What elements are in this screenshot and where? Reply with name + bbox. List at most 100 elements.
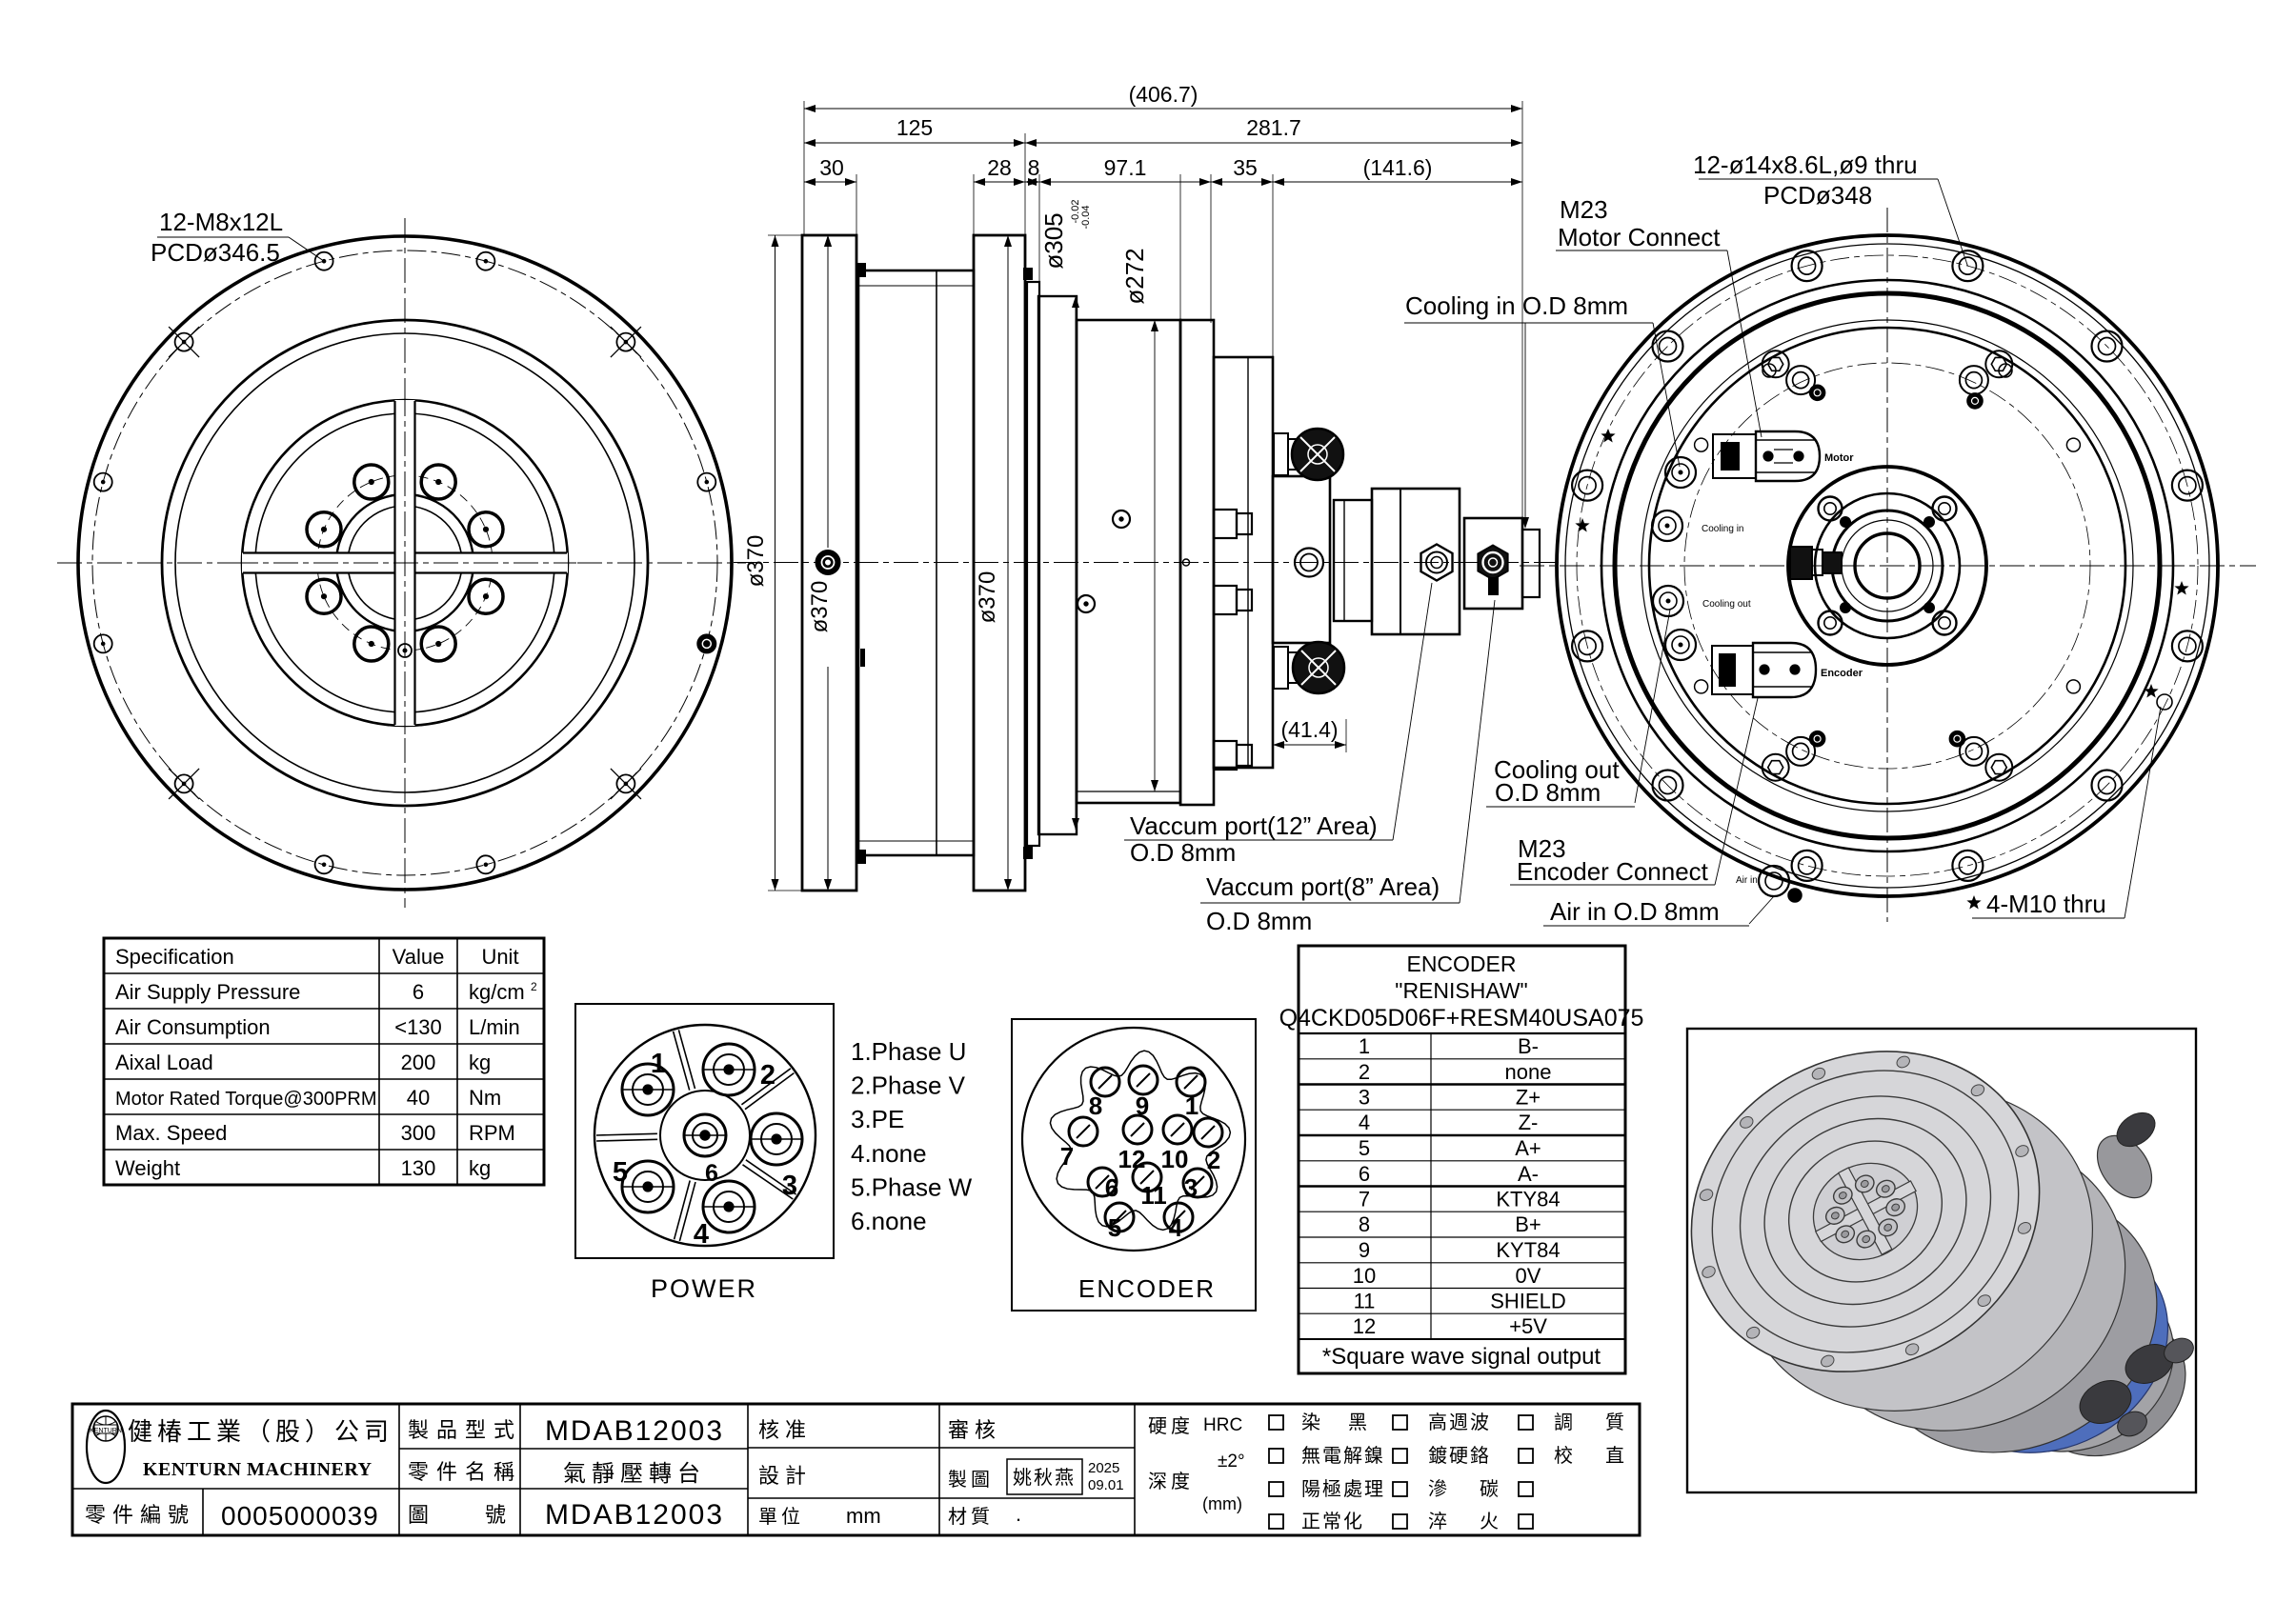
svg-text:審核: 審核 [948,1418,1001,1442]
svg-text:Vaccum port(8” Area): Vaccum port(8” Area) [1206,872,1440,901]
svg-text:09.01: 09.01 [1088,1477,1124,1493]
svg-text:6: 6 [413,980,424,1004]
svg-text:1: 1 [651,1049,666,1079]
svg-text:深度: 深度 [1148,1471,1194,1492]
svg-text:O.D 8mm: O.D 8mm [1495,778,1601,807]
svg-text:Aixal Load: Aixal Load [115,1051,213,1074]
svg-text:(141.6): (141.6) [1363,155,1433,180]
svg-text:MDAB12003: MDAB12003 [545,1415,724,1447]
svg-text:設計: 設計 [758,1464,812,1488]
svg-text:1: 1 [1359,1034,1370,1058]
svg-text:8: 8 [1028,155,1040,180]
svg-text:正常化: 正常化 [1301,1511,1364,1532]
svg-text:3: 3 [1359,1086,1370,1110]
svg-text:RPM: RPM [469,1121,515,1145]
svg-text:3: 3 [1184,1173,1198,1202]
svg-text:10: 10 [1353,1264,1376,1288]
svg-text:9: 9 [1136,1091,1149,1120]
svg-text:kg/cm: kg/cm [469,980,525,1004]
svg-text:ø370: ø370 [807,581,833,633]
svg-text:Vaccum port(12” Area): Vaccum port(12” Area) [1130,811,1378,840]
svg-text:Motor: Motor [1824,452,1854,464]
svg-text:+5V: +5V [1509,1314,1547,1338]
svg-text:10: 10 [1161,1145,1189,1173]
svg-text:單位: 單位 [758,1506,804,1528]
svg-text:30: 30 [819,155,844,180]
svg-text:6.none: 6.none [851,1207,927,1235]
svg-text:4.none: 4.none [851,1139,927,1168]
svg-text:4-M10 thru: 4-M10 thru [1986,890,2106,918]
svg-text:Z-: Z- [1519,1111,1539,1134]
svg-text:6: 6 [705,1160,718,1187]
svg-text:製圖: 製圖 [948,1469,994,1491]
svg-text:3.PE: 3.PE [851,1105,904,1133]
svg-text:KENTURN: KENTURN [90,1428,122,1434]
svg-text:Air Consumption: Air Consumption [115,1015,271,1039]
svg-text:號: 號 [485,1503,506,1527]
svg-text:Value: Value [393,945,445,969]
svg-text:(mm): (mm) [1202,1494,1242,1513]
svg-text:B+: B+ [1515,1212,1541,1236]
svg-text:PCDø346.5: PCDø346.5 [151,238,280,267]
svg-text:POWER: POWER [651,1274,757,1303]
svg-text:300: 300 [401,1121,436,1145]
svg-text:1.Phase U: 1.Phase U [851,1037,966,1066]
svg-text:12: 12 [1353,1314,1376,1338]
svg-text:2: 2 [531,980,537,993]
svg-text:O.D 8mm: O.D 8mm [1206,907,1312,935]
svg-text:黑: 黑 [1348,1412,1369,1433]
svg-text:1: 1 [1185,1091,1198,1120]
svg-text:M23: M23 [1518,834,1566,863]
svg-text:ENCODER: ENCODER [1078,1274,1216,1303]
svg-text:Air in: Air in [1736,875,1758,886]
svg-text:-0.04: -0.04 [1080,205,1092,229]
svg-text:200: 200 [401,1051,436,1074]
svg-text:Unit: Unit [481,945,518,969]
svg-text:鍍硬鉻: 鍍硬鉻 [1428,1445,1491,1467]
svg-text:-0.02: -0.02 [1070,199,1081,223]
svg-text:97.1: 97.1 [1104,155,1147,180]
svg-text:4: 4 [1359,1111,1370,1134]
svg-text:滲: 滲 [1428,1478,1449,1500]
svg-text:281.7: 281.7 [1246,115,1301,140]
svg-text:核准: 核准 [758,1418,812,1442]
svg-text:姚秋燕: 姚秋燕 [1013,1467,1076,1489]
svg-text:12-ø14x8.6L,ø9 thru: 12-ø14x8.6L,ø9 thru [1693,150,1918,179]
svg-text:6: 6 [1359,1162,1370,1186]
svg-text:染: 染 [1301,1412,1322,1433]
svg-text:kg: kg [469,1156,491,1180]
svg-text:3: 3 [782,1171,797,1201]
svg-text:Motor Rated Torque@300PRM: Motor Rated Torque@300PRM [115,1089,377,1110]
svg-text:碳: 碳 [1480,1478,1500,1500]
svg-text:none: none [1505,1060,1552,1084]
svg-text:Cooling in O.D 8mm: Cooling in O.D 8mm [1405,291,1628,320]
svg-text:125: 125 [896,115,933,140]
svg-text:B-: B- [1518,1034,1539,1058]
svg-text:28: 28 [987,155,1012,180]
svg-text:HRC: HRC [1203,1415,1242,1435]
svg-text:7: 7 [1359,1188,1370,1211]
svg-text:.: . [1016,1502,1021,1526]
svg-text:SHIELD: SHIELD [1490,1290,1565,1313]
svg-text:Air in O.D 8mm: Air in O.D 8mm [1550,897,1720,926]
svg-text:MDAB12003: MDAB12003 [545,1499,724,1531]
svg-text:<130: <130 [394,1015,442,1039]
svg-text:6: 6 [1105,1173,1118,1202]
svg-text:PCDø348: PCDø348 [1763,181,1872,210]
svg-text:ø370: ø370 [743,535,769,588]
svg-text:9: 9 [1359,1238,1370,1262]
svg-text:Z+: Z+ [1516,1086,1541,1110]
svg-text:±2°: ±2° [1218,1452,1245,1472]
svg-text:*Square wave signal output: *Square wave signal output [1322,1344,1601,1370]
svg-text:健椿工業（股）公司: 健椿工業（股）公司 [128,1417,393,1446]
svg-text:質: 質 [1605,1412,1626,1433]
svg-text:L/min: L/min [469,1015,520,1039]
svg-text:KYT84: KYT84 [1496,1238,1560,1262]
svg-text:ø370: ø370 [975,571,1000,624]
svg-text:"RENISHAW": "RENISHAW" [1395,978,1527,1003]
svg-text:11: 11 [1354,1290,1376,1313]
svg-text:130: 130 [401,1156,436,1180]
svg-text:7: 7 [1060,1142,1074,1171]
svg-text:KTY84: KTY84 [1496,1188,1560,1211]
svg-text:8: 8 [1359,1212,1370,1236]
